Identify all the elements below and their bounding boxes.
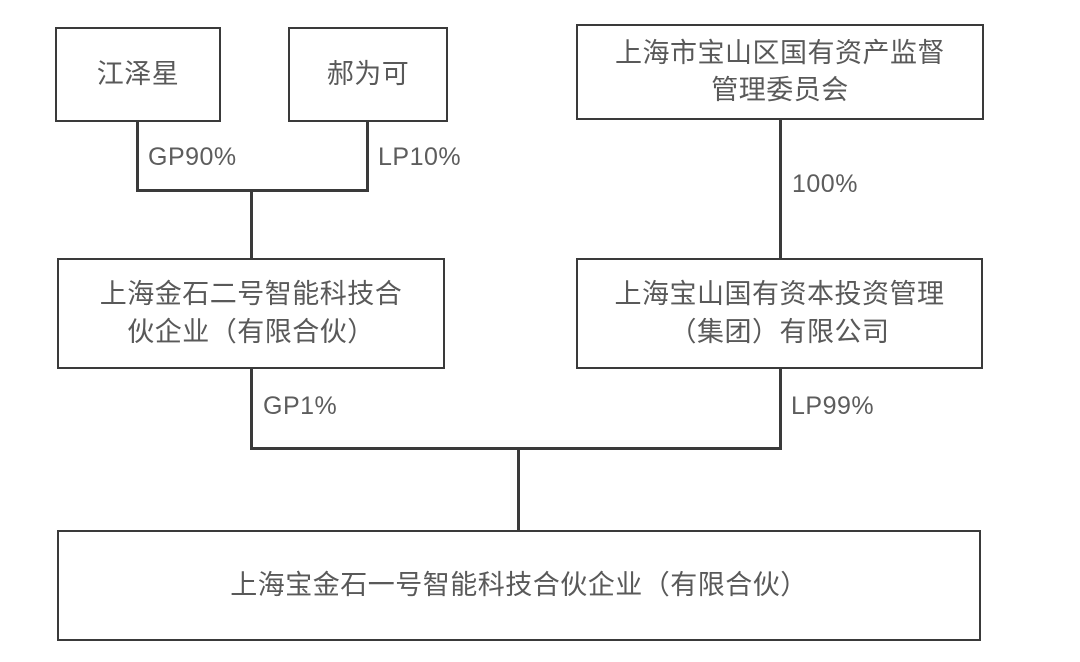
node-hao-weike[interactable]: 郝为可: [288, 27, 448, 122]
node-label: 上海宝山国有资本投资管理 （集团）有限公司: [614, 279, 945, 347]
node-label: 上海市宝山区国有资产监督 管理委员会: [615, 37, 945, 105]
connector-jinshi2-drop: [250, 368, 253, 450]
node-label: 江泽星: [96, 58, 180, 89]
edge-label-gp90: GP90%: [148, 143, 237, 171]
connector-bottom-join: [250, 447, 782, 450]
node-jinshi-no2[interactable]: 上海金石二号智能科技合 伙企业（有限合伙）: [57, 258, 445, 369]
connector-stem-to-jinshi2: [250, 189, 253, 260]
connector-hao-drop: [366, 120, 369, 192]
edge-label-100: 100%: [792, 170, 858, 198]
edge-label-gp1: GP1%: [263, 392, 338, 420]
node-label: 郝为可: [326, 58, 410, 89]
node-jiang-zexing[interactable]: 江泽星: [55, 27, 221, 122]
node-label: 上海宝金石一号智能科技合伙企业（有限合伙）: [230, 569, 808, 600]
edge-label-lp99: LP99%: [791, 392, 875, 420]
connector-stem-to-target: [517, 447, 520, 532]
connector-jiang-drop: [136, 120, 139, 192]
connector-capital-drop: [779, 368, 782, 450]
edge-label-lp10: LP10%: [378, 143, 462, 171]
node-label: 上海金石二号智能科技合 伙企业（有限合伙）: [99, 279, 403, 347]
node-baojinshi-no1[interactable]: 上海宝金石一号智能科技合伙企业（有限合伙）: [57, 530, 981, 641]
connector-sasac-to-capital: [779, 118, 782, 260]
node-baoshan-sasac[interactable]: 上海市宝山区国有资产监督 管理委员会: [576, 24, 984, 120]
node-baoshan-capital[interactable]: 上海宝山国有资本投资管理 （集团）有限公司: [576, 258, 983, 369]
